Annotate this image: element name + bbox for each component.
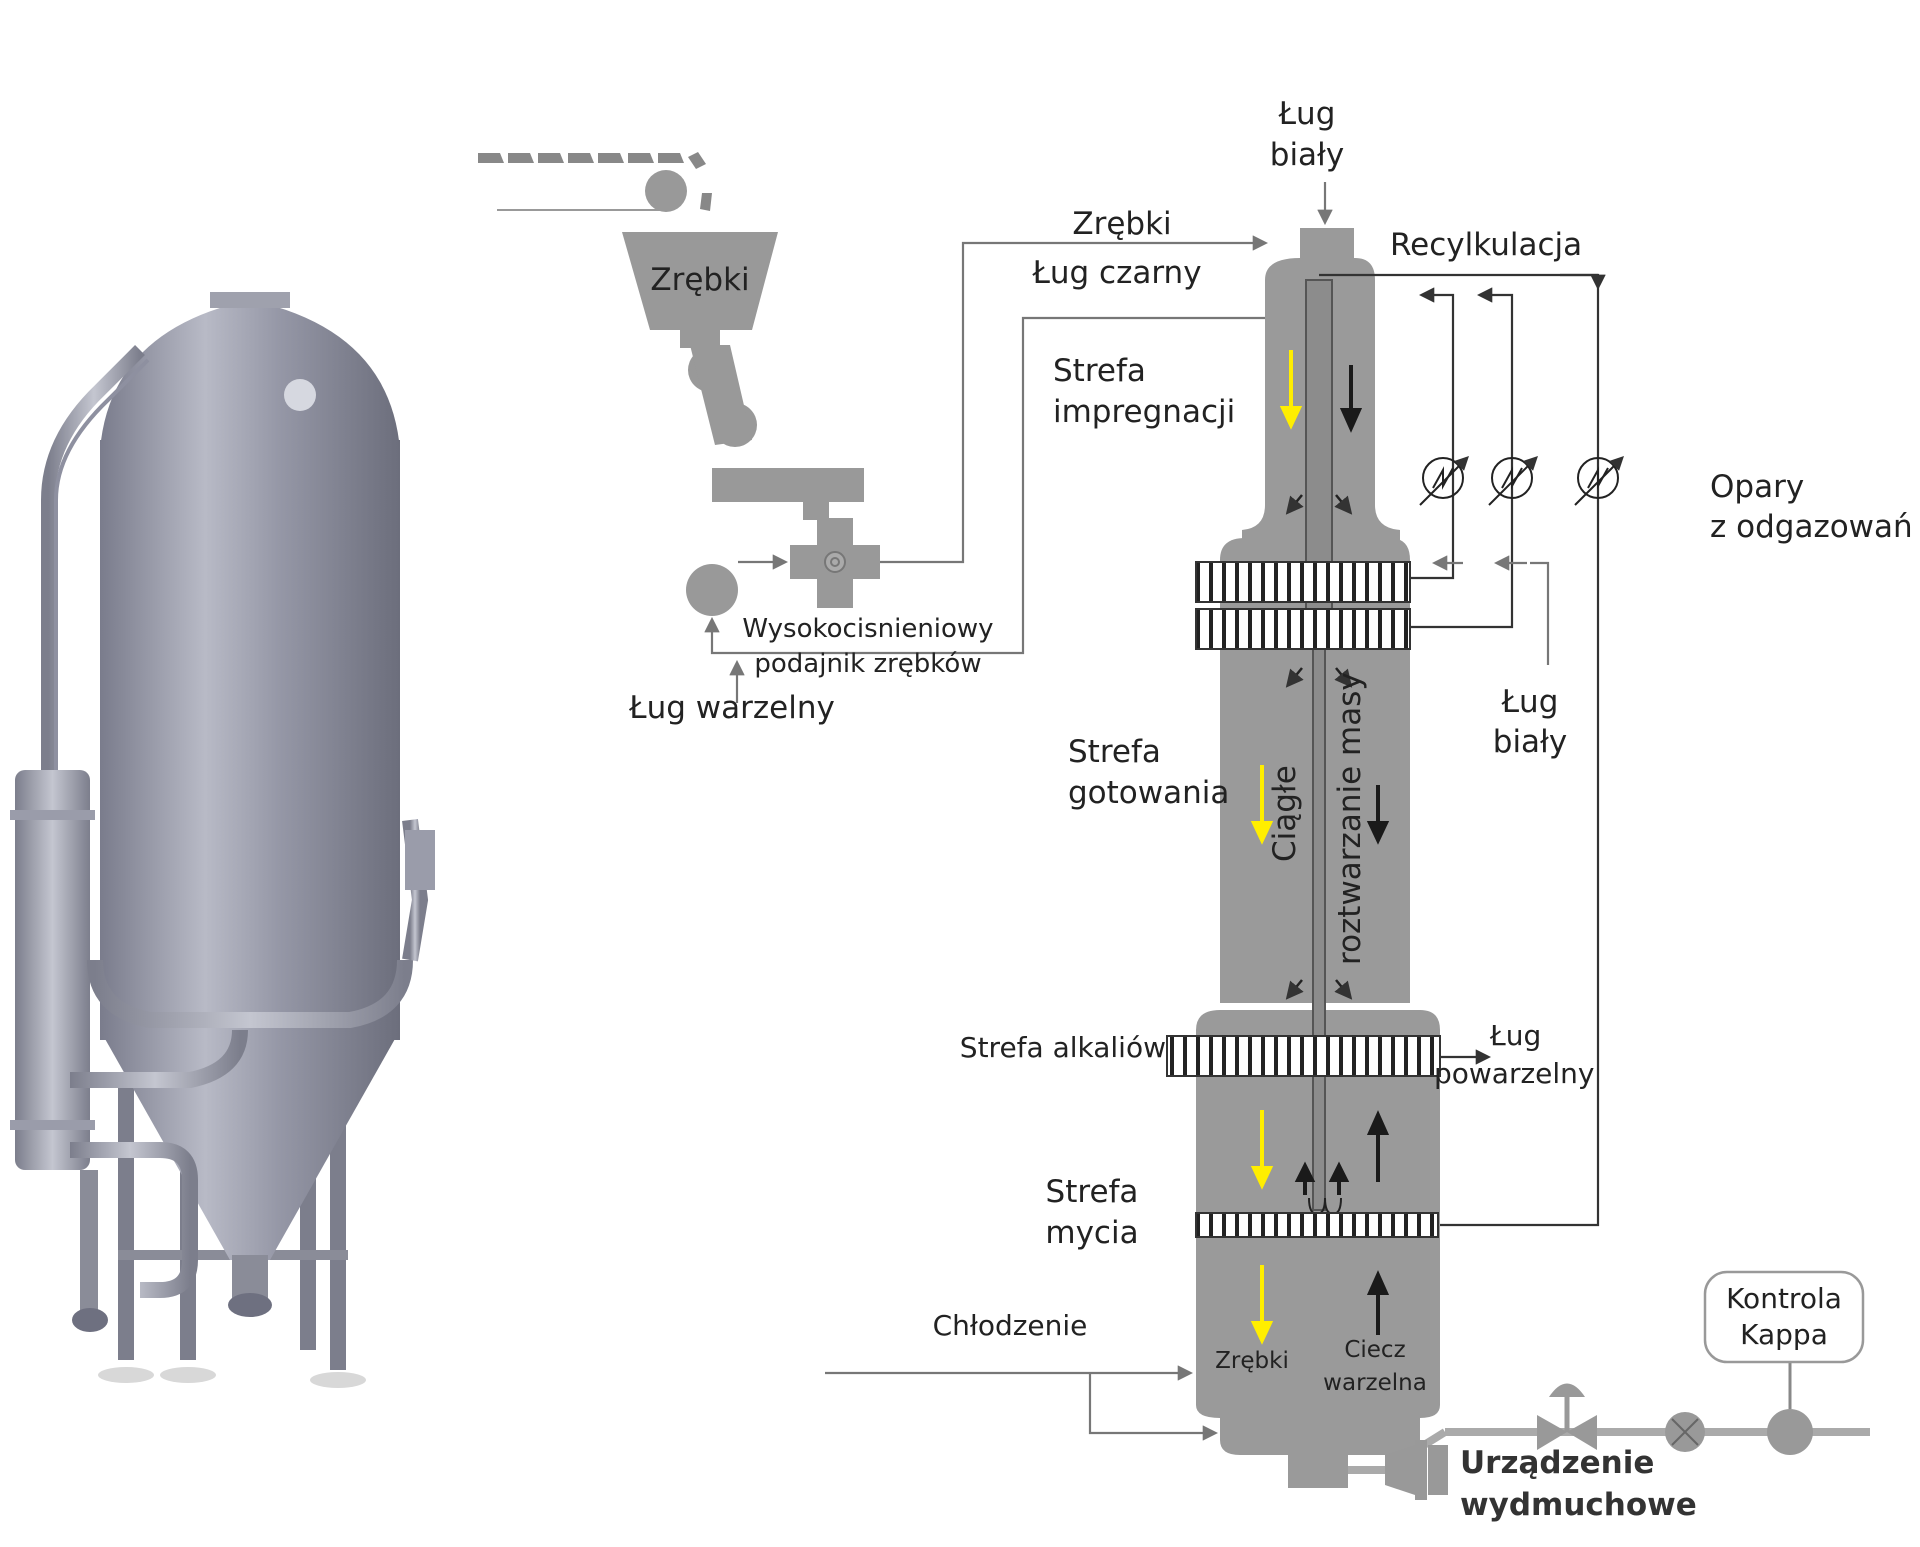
high-pressure-feeder-icon bbox=[790, 518, 880, 608]
kontrola-kappa-label-2: Kappa bbox=[1740, 1318, 1828, 1351]
digester-schematic bbox=[1166, 228, 1598, 1488]
strefa-alkaliow-label: Strefa alkaliów bbox=[960, 1031, 1166, 1064]
kappa-sensor-icon bbox=[1703, 1270, 1865, 1455]
strefa-gotowania-label-2: gotowania bbox=[1068, 775, 1229, 811]
opary-label-2: z odgazowań bbox=[1710, 509, 1913, 545]
lug-powarzelny-label-1: Ług bbox=[1489, 1019, 1541, 1052]
ciecz-warzelna-label-1: Ciecz bbox=[1344, 1337, 1405, 1363]
zrebki-bottom-label: Zrębki bbox=[1215, 1348, 1289, 1374]
urzadzenie-label-2: wydmuchowe bbox=[1460, 1487, 1697, 1523]
zrebki-top-label: Zrębki bbox=[1072, 206, 1171, 242]
recirculation-loops bbox=[1410, 273, 1606, 1227]
lug-czarny-label: Ług czarny bbox=[1031, 255, 1201, 291]
ciagle-label: Ciągłe bbox=[1267, 765, 1303, 862]
ciecz-warzelna-label-2: warzelna bbox=[1323, 1370, 1427, 1396]
flow-meter-icon bbox=[1665, 1412, 1705, 1452]
opary-label-1: Opary bbox=[1710, 469, 1804, 505]
strefa-impregnacji-label-1: Strefa bbox=[1053, 353, 1146, 389]
strefa-impregnacji-label-2: impregnacji bbox=[1053, 394, 1235, 430]
conveyor-icon bbox=[478, 152, 712, 212]
lug-bialy-right-label-2: biały bbox=[1493, 724, 1567, 760]
lug-powarzelny-label-2: powarzelny bbox=[1434, 1057, 1595, 1090]
kontrola-kappa-label-1: Kontrola bbox=[1726, 1282, 1842, 1315]
hopper-icon bbox=[622, 232, 778, 330]
heat-exchanger-icon bbox=[1574, 456, 1624, 506]
chip-feed-system: Zrębki bbox=[478, 152, 1269, 703]
strefa-gotowania-label-1: Strefa bbox=[1068, 734, 1161, 770]
heat-exchanger-icon bbox=[1419, 456, 1469, 506]
roztwarzanie-label: roztwarzanie masy bbox=[1332, 672, 1368, 965]
blow-line bbox=[1348, 1270, 1870, 1500]
cooling-inlet bbox=[825, 1365, 1219, 1441]
lug-bialy-right-label-1: Ług bbox=[1501, 684, 1559, 720]
valve-icon bbox=[1537, 1383, 1597, 1450]
lug-bialy-top-label-2: biały bbox=[1270, 137, 1344, 173]
screen-wash bbox=[1195, 1212, 1439, 1238]
urzadzenie-label-1: Urządzenie bbox=[1460, 1445, 1654, 1481]
lug-bialy-top-label-1: Ług bbox=[1278, 96, 1336, 132]
blow-device-icon bbox=[1385, 1440, 1448, 1500]
podajnik-label-1: Wysokocisnieniowy bbox=[742, 614, 993, 644]
digester-vessel-illustration bbox=[10, 292, 435, 1388]
screen-alkali bbox=[1166, 1035, 1441, 1077]
chlodzenie-label: Chłodzenie bbox=[933, 1309, 1088, 1342]
lug-warzelny-label: Ług warzelny bbox=[628, 690, 835, 726]
recylkulacja-label: Recylkulacja bbox=[1390, 227, 1582, 263]
strefa-mycia-label-1: Strefa bbox=[1046, 1174, 1139, 1210]
screen-1 bbox=[1195, 561, 1411, 603]
screen-2 bbox=[1195, 608, 1411, 650]
pump-icon bbox=[686, 564, 738, 616]
hopper-label: Zrębki bbox=[650, 262, 749, 298]
heat-exchanger-icon bbox=[1488, 456, 1538, 506]
podajnik-label-2: podajnik zrębków bbox=[754, 649, 981, 679]
strefa-mycia-label-2: mycia bbox=[1045, 1215, 1138, 1251]
